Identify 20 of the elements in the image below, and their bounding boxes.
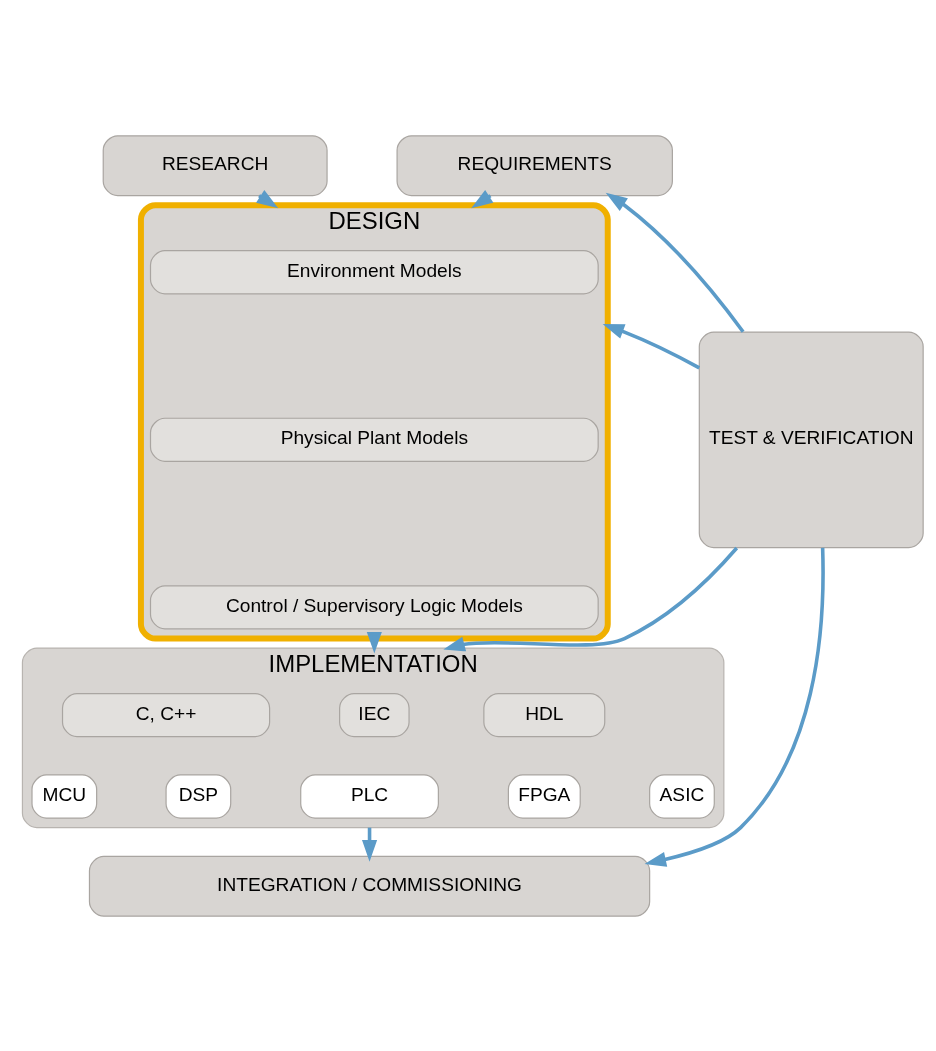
node-box: Physical Plant Models [149, 417, 599, 462]
node-box: HDL [483, 692, 606, 737]
node-box: ASIC [649, 773, 715, 819]
node-box: DSP [165, 773, 232, 819]
node-box: Environment Models [149, 249, 599, 294]
arrow [366, 631, 382, 654]
node-box: C, C++ [61, 692, 271, 737]
node-box: IEC [339, 692, 410, 737]
node-box: TEST & VERIFICATION [698, 331, 924, 548]
node-box: Control / Supervisory Logic Models [149, 584, 599, 630]
node-box: INTEGRATION / COMMISSIONING [88, 855, 651, 917]
node-box: FPGA [507, 773, 581, 819]
node-box: MCU [31, 773, 98, 819]
arrow [605, 192, 745, 333]
node-box: RESEARCH [102, 134, 328, 196]
arrow [443, 546, 739, 651]
arrow [602, 323, 701, 369]
node-box: REQUIREMENTS [396, 134, 673, 196]
node-box: PLC [300, 773, 439, 819]
arrow [644, 547, 825, 867]
